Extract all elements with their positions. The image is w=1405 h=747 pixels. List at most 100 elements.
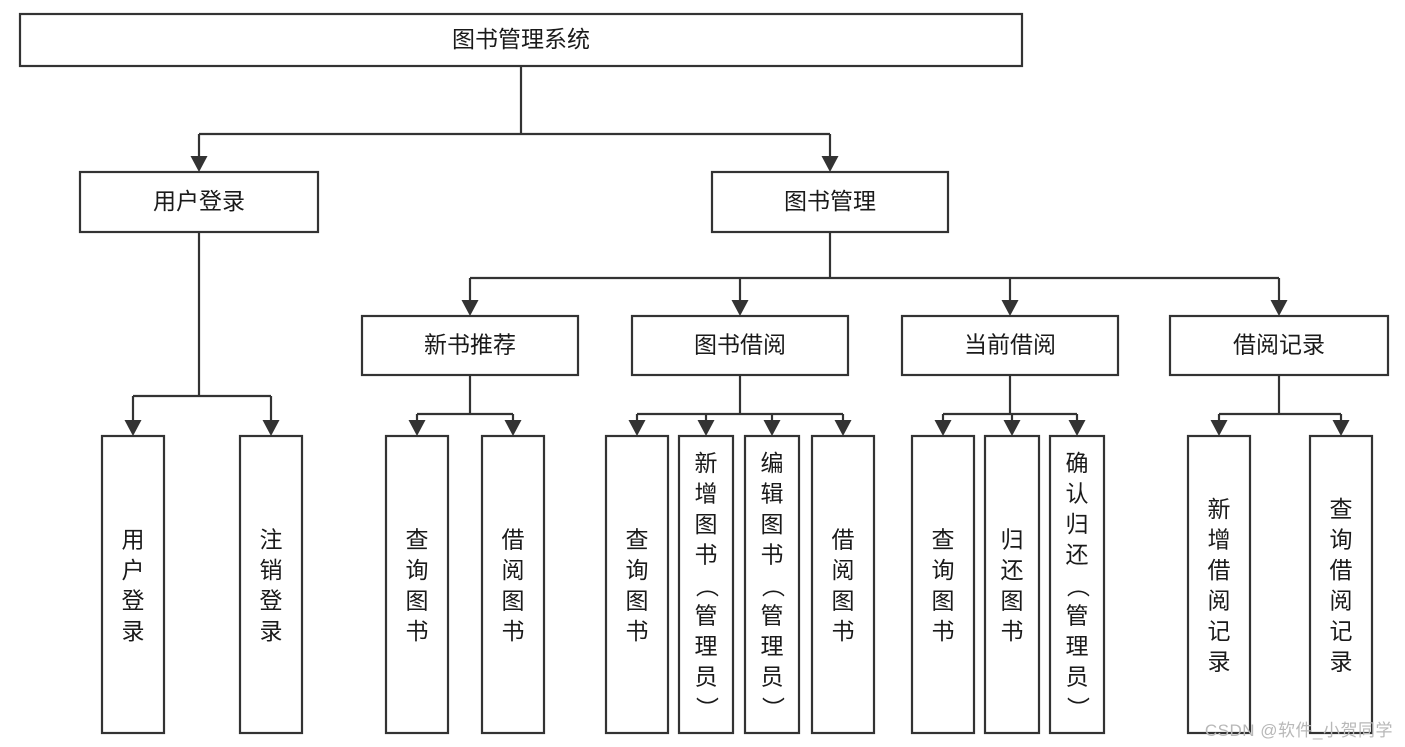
node-label-leaf-borrow-book-1-char-1: 阅 xyxy=(502,557,525,583)
node-label-leaf-query-book-1-char-3: 书 xyxy=(406,618,429,644)
node-label-leaf-edit-book-char-1: 辑 xyxy=(761,481,784,507)
node-borrow-record[interactable]: 借阅记录 xyxy=(1168,314,1390,377)
node-box-leaf-confirm-return xyxy=(1048,434,1106,735)
node-label-leaf-query-record-char-3: 阅 xyxy=(1330,587,1353,613)
node-label-root: 图书管理系统 xyxy=(452,26,590,52)
node-label-leaf-edit-book-char-7: 员 xyxy=(761,664,784,690)
node-label-leaf-add-book-char-1: 增 xyxy=(695,481,718,507)
node-box-user-login xyxy=(78,170,320,234)
node-label-leaf-user-logout-char-0: 注 xyxy=(260,526,283,552)
node-label-leaf-query-record-char-4: 记 xyxy=(1330,618,1353,644)
node-label-leaf-borrow-book-1-char-0: 借 xyxy=(502,526,525,552)
node-label-leaf-borrow-book-2-char-2: 图 xyxy=(832,587,855,613)
node-box-current-borrow xyxy=(900,314,1120,377)
node-label-leaf-borrow-book-2-char-1: 阅 xyxy=(832,557,855,583)
arrow-head-icon xyxy=(1210,420,1228,436)
arrow-head-icon xyxy=(1001,300,1019,316)
node-label-leaf-user-login-char-0: 用 xyxy=(122,526,145,552)
node-label-leaf-add-book-char-0: 新 xyxy=(695,450,718,476)
node-label-book-manage: 图书管理 xyxy=(784,188,876,214)
node-label-leaf-confirm-return-char-5: 管 xyxy=(1066,603,1089,629)
node-label-leaf-add-book-char-8: ） xyxy=(694,697,720,720)
node-book-borrow[interactable]: 图书借阅 xyxy=(630,314,850,377)
node-box-leaf-query-record xyxy=(1308,434,1374,735)
connectors-layer xyxy=(124,66,1350,436)
node-label-leaf-add-book-char-5: 管 xyxy=(695,603,718,629)
node-label-leaf-borrow-book-2-char-0: 借 xyxy=(832,526,855,552)
node-box-leaf-query-book-3 xyxy=(910,434,976,735)
node-label-leaf-add-book-char-7: 员 xyxy=(695,664,718,690)
arrow-head-icon xyxy=(834,420,852,436)
node-box-leaf-borrow-book-2 xyxy=(810,434,876,735)
node-label-leaf-query-book-2-char-3: 书 xyxy=(626,618,649,644)
node-label-leaf-confirm-return-char-7: 员 xyxy=(1066,664,1089,690)
node-label-leaf-user-logout-char-1: 销 xyxy=(260,557,283,583)
node-label-borrow-record: 借阅记录 xyxy=(1233,332,1325,358)
node-box-book-manage xyxy=(710,170,950,234)
node-label-leaf-query-book-3-char-0: 查 xyxy=(932,526,955,552)
node-box-leaf-query-book-1 xyxy=(384,434,450,735)
node-box-root xyxy=(18,12,1024,68)
arrow-head-icon xyxy=(934,420,952,436)
arrow-head-icon xyxy=(731,300,749,316)
arrow-head-icon xyxy=(821,156,839,172)
node-label-leaf-user-login-char-1: 户 xyxy=(122,557,145,583)
node-label-leaf-edit-book-char-8: ） xyxy=(760,697,786,720)
node-leaf-user-login[interactable]: 用户登录 xyxy=(100,434,166,735)
node-user-login[interactable]: 用户登录 xyxy=(78,170,320,234)
arrow-head-icon xyxy=(1270,300,1288,316)
node-box-leaf-user-login xyxy=(100,434,166,735)
node-label-leaf-add-record-char-0: 新 xyxy=(1208,496,1231,522)
node-label-leaf-add-record-char-3: 阅 xyxy=(1208,587,1231,613)
node-label-leaf-query-record-char-1: 询 xyxy=(1330,526,1353,552)
node-label-leaf-add-book-char-4: （ xyxy=(694,575,720,598)
node-label-leaf-borrow-book-2-char-3: 书 xyxy=(832,618,855,644)
node-label-leaf-user-logout-char-3: 录 xyxy=(260,618,283,644)
node-book-manage[interactable]: 图书管理 xyxy=(710,170,950,234)
node-label-leaf-query-record-char-2: 借 xyxy=(1330,557,1353,583)
nodes-layer: 图书管理系统用户登录图书管理新书推荐图书借阅当前借阅借阅记录用户登录注销登录查询… xyxy=(18,12,1390,735)
node-label-leaf-query-book-3-char-3: 书 xyxy=(932,618,955,644)
node-label-user-login: 用户登录 xyxy=(153,188,245,214)
node-label-leaf-user-logout-char-2: 登 xyxy=(260,587,283,613)
node-label-new-book-recommend: 新书推荐 xyxy=(424,332,516,358)
node-label-leaf-query-book-2-char-2: 图 xyxy=(626,587,649,613)
node-label-leaf-add-record-char-1: 增 xyxy=(1208,526,1231,552)
arrow-head-icon xyxy=(262,420,280,436)
node-label-leaf-user-login-char-3: 录 xyxy=(122,618,145,644)
node-label-leaf-confirm-return-char-6: 理 xyxy=(1066,633,1089,659)
node-label-leaf-confirm-return-char-3: 还 xyxy=(1066,542,1089,568)
node-box-leaf-user-logout xyxy=(238,434,304,735)
node-label-book-borrow: 图书借阅 xyxy=(694,332,786,358)
node-label-leaf-add-book-char-3: 书 xyxy=(695,542,718,568)
arrow-head-icon xyxy=(461,300,479,316)
node-label-leaf-add-book-char-6: 理 xyxy=(695,633,718,659)
node-root[interactable]: 图书管理系统 xyxy=(18,12,1024,68)
node-label-leaf-edit-book-char-5: 管 xyxy=(761,603,784,629)
node-box-leaf-add-book xyxy=(677,434,735,735)
node-label-leaf-edit-book-char-0: 编 xyxy=(761,450,784,476)
node-box-leaf-return-book xyxy=(983,434,1041,735)
node-label-leaf-query-record-char-0: 查 xyxy=(1330,496,1353,522)
node-box-leaf-edit-book xyxy=(743,434,801,735)
node-label-leaf-confirm-return-char-8: ） xyxy=(1065,697,1091,720)
node-new-book-recommend[interactable]: 新书推荐 xyxy=(360,314,580,377)
node-label-leaf-query-book-2-char-1: 询 xyxy=(626,557,649,583)
node-box-book-borrow xyxy=(630,314,850,377)
arrow-head-icon xyxy=(408,420,426,436)
node-current-borrow[interactable]: 当前借阅 xyxy=(900,314,1120,377)
